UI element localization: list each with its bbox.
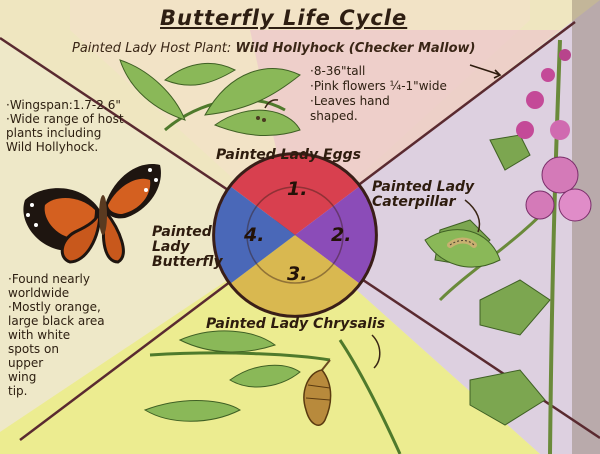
- stage-4-label-line: Painted: [152, 224, 212, 240]
- stage-3-label: Painted Lady Chrysalis: [206, 317, 385, 332]
- butterfly-illustration: [23, 164, 161, 264]
- host-plant-heading: Painted Lady Host Plant: Wild Hollyhock …: [72, 41, 475, 56]
- stage-1-label-line: Painted Lady Eggs: [216, 147, 361, 163]
- butterfly-range-notes: ·Found nearly worldwide ·Mostly orange, …: [8, 272, 105, 398]
- butterfly-note: plants including: [6, 126, 102, 140]
- stage-4-label: Painted Lady Butterfly: [152, 225, 223, 270]
- butterfly-note: ·Mostly orange,: [8, 300, 101, 314]
- diagram-title: Butterfly Life Cycle: [160, 6, 408, 30]
- butterfly-note: ·Wingspan:1.7-2.6": [6, 98, 121, 112]
- host-plant-note: shaped.: [310, 109, 358, 123]
- stage-4-label-line: Lady: [152, 239, 190, 255]
- caterpillar-illustration: [424, 199, 501, 268]
- butterfly-note: ·Found nearly: [8, 272, 90, 286]
- butterfly-note: Wild Hollyhock.: [6, 140, 99, 154]
- butterfly-note: tip.: [8, 384, 28, 398]
- pointer-arrows: [469, 64, 502, 79]
- stage-2-number: 2.: [331, 224, 352, 246]
- host-plant-prefix: Painted Lady Host Plant:: [72, 41, 232, 56]
- host-plant-name: Wild Hollyhock (Checker Mallow): [235, 41, 476, 56]
- stage-1-label: Painted Lady Eggs: [216, 148, 361, 163]
- butterfly-wingspan-notes: ·Wingspan:1.7-2.6" ·Wide range of host p…: [6, 98, 124, 154]
- page-edge: [572, 0, 600, 454]
- butterfly-note: wing: [8, 370, 37, 384]
- eggs-leaf-illustration: [119, 59, 301, 136]
- stage-2-label-line: Caterpillar: [372, 194, 456, 210]
- stage-4-number: 4.: [244, 224, 265, 246]
- butterfly-note: spots on: [8, 342, 59, 356]
- butterfly-note: worldwide: [8, 286, 70, 300]
- stage-2-segment: [295, 186, 377, 284]
- stage-2-label: Painted Lady Caterpillar: [372, 180, 474, 210]
- left-region: [0, 38, 295, 432]
- butterfly-note: large black area: [8, 314, 105, 328]
- stage-1-number: 1.: [287, 178, 308, 200]
- stage-wheel: [212, 152, 378, 318]
- butterfly-note: ·Wide range of host: [6, 112, 124, 126]
- stage-4-label-line: Butterfly: [152, 254, 223, 270]
- host-plant-notes: ·8-36"tall ·Pink flowers ¼-1"wide ·Leave…: [310, 64, 447, 124]
- host-plant-note: ·8-36"tall: [310, 64, 366, 78]
- host-plant-note: ·Pink flowers ¼-1"wide: [310, 79, 447, 93]
- chrysalis-illustration: [143, 330, 402, 454]
- stage-1-segment: [229, 153, 361, 235]
- stage-3-label-line: Painted Lady Chrysalis: [206, 316, 386, 332]
- stage-3-segment: [229, 235, 361, 317]
- host-plant-note: ·Leaves hand: [310, 94, 390, 108]
- butterfly-note: with white: [8, 328, 71, 342]
- butterfly-note: upper: [8, 356, 44, 370]
- stage-2-label-line: Painted Lady: [372, 179, 475, 195]
- stage-3-number: 3.: [287, 263, 308, 285]
- stage-4-segment: [213, 186, 295, 284]
